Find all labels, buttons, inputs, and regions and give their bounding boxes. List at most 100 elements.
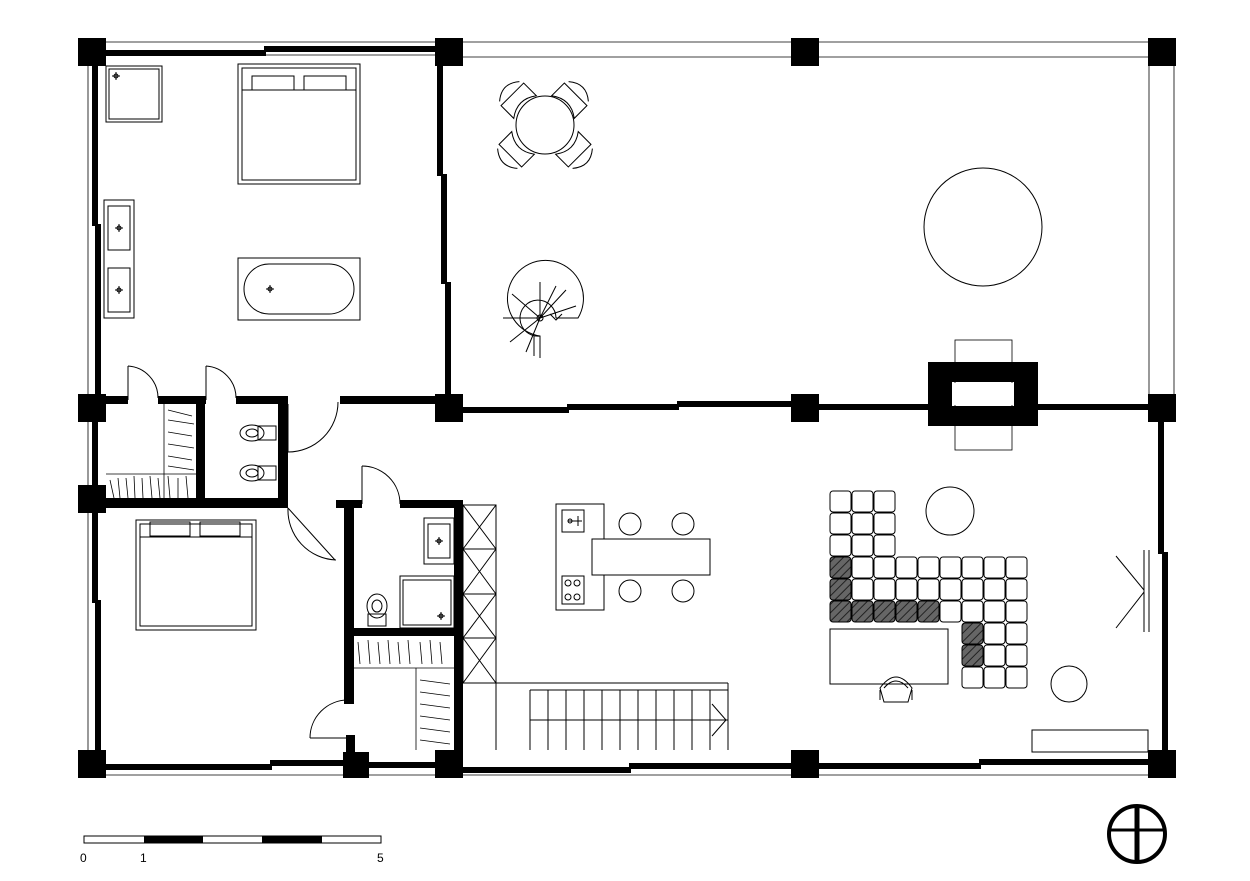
sofa-cushion (895, 600, 918, 623)
sofa-cushion (851, 578, 874, 601)
sectional-sofa (829, 490, 1028, 689)
column (343, 752, 369, 778)
sofa-cushion (873, 490, 896, 513)
column (1148, 38, 1176, 66)
sofa-cushion (983, 644, 1006, 667)
column (1148, 750, 1176, 778)
main-staircase (495, 682, 729, 750)
sofa-cushion (1005, 644, 1028, 667)
low-cabinet (1031, 729, 1149, 753)
column (435, 38, 463, 66)
sofa-cushion (851, 490, 874, 513)
column (78, 485, 106, 513)
double-bed (135, 519, 257, 631)
round-table (515, 95, 575, 155)
dining-table (591, 538, 711, 576)
sofa-cushion (873, 512, 896, 535)
kitchen-dining (555, 503, 711, 611)
column (435, 394, 463, 422)
stool (618, 512, 642, 536)
sofa-cushion (895, 578, 918, 601)
shower-tray (105, 65, 163, 123)
bidet (239, 464, 277, 482)
round-side-table (1050, 665, 1088, 703)
sofa-cushion (873, 556, 896, 579)
round-side-table (925, 486, 975, 536)
cooktop (561, 575, 585, 605)
sofa-cushion (1005, 578, 1028, 601)
stair-void (462, 504, 497, 684)
column (78, 394, 106, 422)
round-deck-element (923, 167, 1043, 287)
sofa-cushion (873, 578, 896, 601)
terrace-chair (550, 81, 589, 120)
terrace-chair (499, 81, 538, 120)
sofa-cushion (1005, 622, 1028, 645)
column (791, 394, 819, 422)
sofa-cushion (851, 512, 874, 535)
column (1148, 394, 1176, 422)
north-arrow-icon (1107, 804, 1167, 864)
shower-tray (399, 575, 455, 629)
scale-label-5: 5 (377, 851, 384, 865)
sofa-cushion (961, 666, 984, 689)
column (791, 750, 819, 778)
sofa-cushion (829, 512, 852, 535)
living-area (829, 486, 1149, 753)
closets-and-wc (106, 404, 277, 499)
stool (671, 512, 695, 536)
sofa-cushion (829, 600, 852, 623)
central-bathroom (354, 517, 455, 750)
sofa-cushion (1005, 666, 1028, 689)
sofa-cushion (961, 556, 984, 579)
sofa-cushion (961, 600, 984, 623)
sofa-cushion (851, 556, 874, 579)
stool (671, 579, 695, 603)
sofa-cushion (939, 578, 962, 601)
bathtub (237, 257, 361, 321)
pillow (149, 521, 191, 537)
sofa-cushion (983, 600, 1006, 623)
sink (107, 205, 131, 251)
sofa-cushion (983, 666, 1006, 689)
pillow (303, 75, 347, 91)
sofa-cushion (917, 556, 940, 579)
terrace (497, 81, 1043, 358)
terrace-chair (554, 130, 593, 169)
structural-columns (78, 38, 1176, 778)
sofa-cushion (829, 490, 852, 513)
sofa-cushion (829, 534, 852, 557)
sofa-cushion (1005, 556, 1028, 579)
column (78, 38, 106, 66)
sofa-cushion (917, 600, 940, 623)
sink (423, 517, 455, 565)
double-bed (237, 63, 361, 185)
scale-label-0: 0 (80, 851, 87, 865)
sofa-cushion (873, 534, 896, 557)
toilet (239, 424, 277, 442)
sofa-cushion (983, 578, 1006, 601)
toilet (366, 593, 388, 627)
column (435, 750, 463, 778)
sofa-cushion (851, 600, 874, 623)
doors (127, 365, 1150, 739)
second-bedroom (135, 519, 257, 631)
scale-label-1: 1 (140, 851, 147, 865)
sofa-cushion (1005, 600, 1028, 623)
kitchen-sink (561, 509, 585, 533)
desk (829, 628, 949, 685)
walls (92, 46, 1168, 773)
scale-bar: 0 1 5 (80, 835, 384, 865)
sofa-cushion (895, 556, 918, 579)
pillow (199, 521, 241, 537)
sofa-cushion (939, 600, 962, 623)
sink (107, 267, 131, 313)
column (791, 38, 819, 66)
sofa-cushion (829, 556, 852, 579)
sofa-cushion (939, 556, 962, 579)
terrace-chair (497, 130, 536, 169)
master-bedroom (103, 63, 361, 321)
stool (618, 579, 642, 603)
sofa-cushion (983, 622, 1006, 645)
